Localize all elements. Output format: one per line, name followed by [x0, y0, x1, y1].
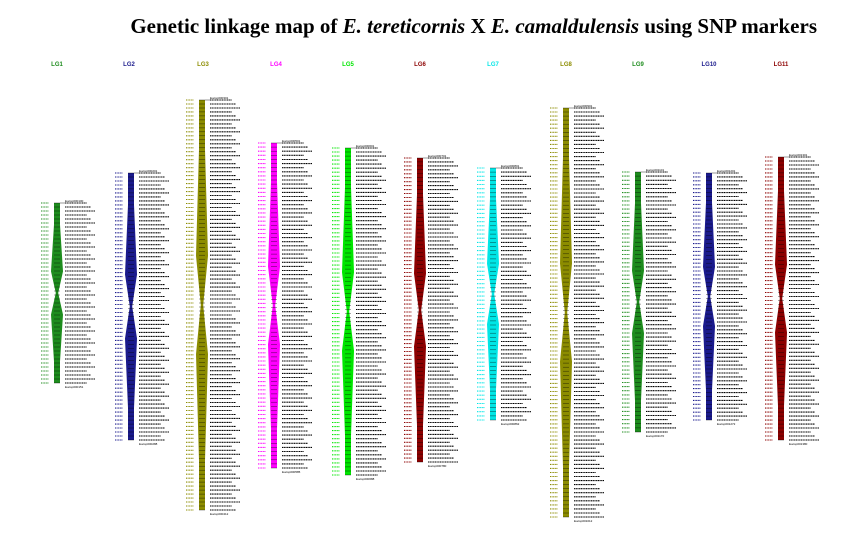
lg-label: LG8 — [560, 62, 572, 68]
lg-label: LG10 — [701, 62, 717, 68]
lg-bar — [125, 173, 137, 440]
marker-positions — [404, 157, 412, 463]
marker-labels — [139, 172, 169, 441]
bottom-marker-label: Eucsp001012 — [574, 519, 593, 523]
marker-positions — [258, 142, 266, 469]
lg-label: LG6 — [414, 62, 426, 68]
marker-labels — [65, 202, 95, 384]
bottom-marker-label: Eucsp000780 — [428, 464, 447, 468]
marker-positions — [477, 167, 485, 421]
lg-label: LG9 — [632, 62, 644, 68]
top-marker-label: Eucsp001201 — [717, 169, 736, 173]
lg-label: LG5 — [342, 62, 354, 68]
marker-positions — [186, 99, 194, 511]
top-marker-label: Eucsp000701 — [428, 154, 447, 158]
lg-label: LG11 — [774, 62, 789, 68]
marker-labels — [356, 147, 386, 476]
top-marker-label: Eucsp001101 — [646, 168, 664, 172]
bottom-marker-label: Eucsp001380 — [789, 442, 808, 446]
lg-bar — [268, 143, 280, 468]
map-title: Genetic linkage map of E. tereticornis X… — [0, 14, 855, 39]
marker-ticks — [199, 99, 205, 511]
bottom-marker-label: Eucsp000151 — [65, 385, 84, 389]
lg-label: LG4 — [270, 62, 282, 68]
lg-bar — [775, 157, 787, 440]
marker-labels — [789, 156, 819, 441]
top-marker-label: Eucsp001301 — [789, 153, 808, 157]
marker-ticks — [54, 202, 60, 384]
marker-labels — [501, 167, 531, 421]
bottom-marker-label: Eucsp000288 — [139, 442, 158, 446]
bottom-marker-label: Eucsp000585 — [282, 470, 301, 474]
lg-label: LG7 — [487, 62, 499, 68]
title-species-2: E. camaldulensis — [490, 14, 640, 38]
lg-bar — [196, 100, 208, 510]
top-marker-label: Eucsp000801 — [501, 164, 520, 168]
marker-ticks — [128, 172, 134, 441]
marker-positions — [332, 147, 340, 476]
marker-ticks — [271, 142, 277, 469]
lg-bar — [51, 203, 63, 383]
title-prefix: Genetic linkage map of — [130, 14, 343, 38]
lg-bar — [560, 108, 572, 517]
marker-ticks — [778, 156, 784, 441]
top-marker-label: Eucsp000201 — [139, 169, 158, 173]
bottom-marker-label: Eucsp001272 — [717, 422, 736, 426]
top-marker-label: Eucsp000601 — [356, 144, 375, 148]
marker-ticks — [706, 172, 712, 421]
lg-label: LG1 — [51, 62, 63, 68]
lg-bar — [414, 158, 426, 462]
bottom-marker-label: Eucsp000862 — [501, 422, 520, 426]
top-marker-label: Eucsp000301 — [210, 96, 229, 100]
marker-positions — [693, 172, 701, 421]
marker-labels — [717, 172, 747, 421]
title-suffix: using SNP markers — [639, 14, 817, 38]
top-marker-label: Eucsp000901 — [574, 104, 593, 108]
marker-positions — [550, 107, 558, 518]
marker-ticks — [635, 171, 641, 433]
title-middle: X — [465, 14, 491, 38]
lg-bar — [632, 172, 644, 432]
marker-labels — [574, 107, 604, 518]
marker-labels — [428, 157, 458, 463]
lg-bar — [342, 148, 354, 475]
bottom-marker-label: Eucsp000412 — [210, 512, 229, 516]
marker-labels — [282, 142, 312, 469]
bottom-marker-label: Eucsp001170 — [646, 434, 664, 438]
marker-positions — [41, 202, 49, 384]
title-species-1: E. tereticornis — [342, 14, 466, 38]
lg-bar — [487, 168, 499, 420]
marker-positions — [765, 156, 773, 441]
marker-ticks — [345, 147, 351, 476]
top-marker-label: Eucsp000100 — [65, 199, 84, 203]
marker-labels — [210, 99, 240, 511]
lg-bar — [703, 173, 715, 420]
lg-label: LG3 — [197, 62, 209, 68]
marker-ticks — [563, 107, 569, 518]
bottom-marker-label: Eucsp000688 — [356, 477, 375, 481]
marker-ticks — [490, 167, 496, 421]
marker-ticks — [417, 157, 423, 463]
marker-positions — [622, 171, 630, 433]
marker-positions — [115, 172, 123, 441]
top-marker-label: Eucsp000501 — [282, 139, 301, 143]
lg-label: LG2 — [123, 62, 135, 68]
marker-labels — [646, 171, 676, 433]
